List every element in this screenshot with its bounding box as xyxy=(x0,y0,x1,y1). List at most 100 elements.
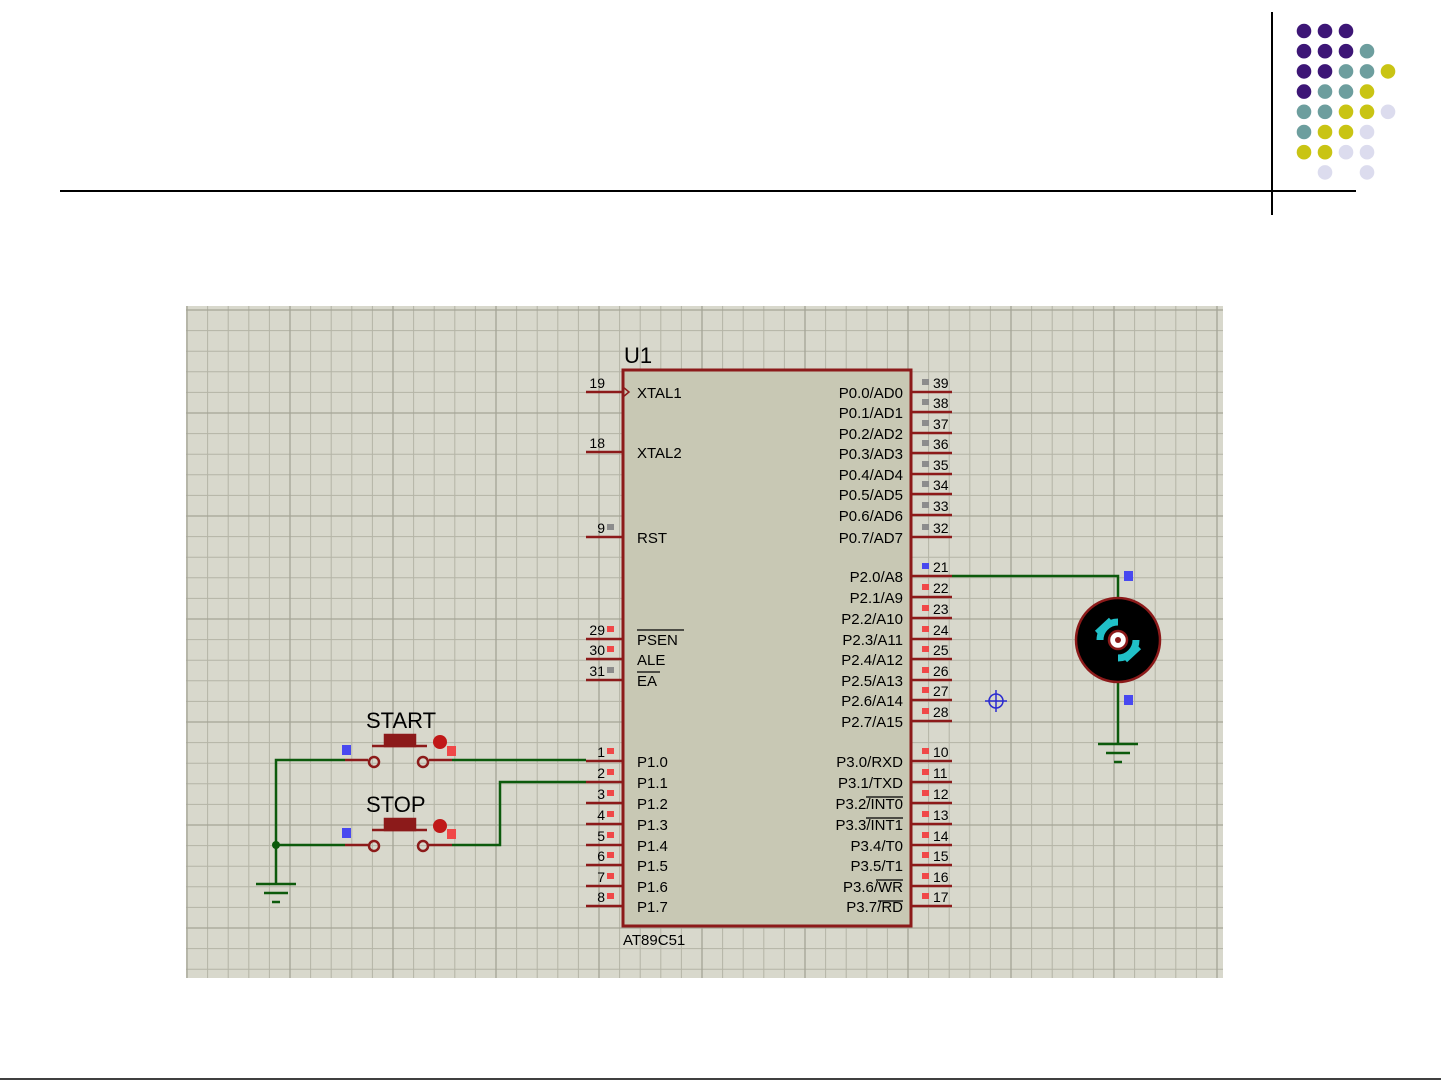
pin-name: XTAL2 xyxy=(637,445,682,462)
pin-state-marker xyxy=(922,524,929,530)
pin-state-marker xyxy=(922,852,929,858)
pin-number: 10 xyxy=(933,744,949,760)
pin-state-marker xyxy=(922,584,929,590)
pin-name: ALE xyxy=(637,652,665,669)
stop-button-label: STOP xyxy=(366,792,426,817)
decor-dot xyxy=(1317,84,1333,99)
pin-state-marker xyxy=(607,769,614,775)
pin-number: 36 xyxy=(933,436,949,452)
pin-number: 12 xyxy=(933,786,949,802)
decor-dot xyxy=(1296,124,1312,140)
pin-number: 28 xyxy=(933,704,949,720)
pin-state-marker xyxy=(922,708,929,714)
pin-name: P2.4/A12 xyxy=(841,652,903,669)
pin-state-marker xyxy=(607,811,614,817)
pin-number: 25 xyxy=(933,642,949,658)
pin-state-marker xyxy=(922,832,929,838)
crosshair-cursor-icon xyxy=(985,690,1007,712)
pin-name: P0.6/AD6 xyxy=(839,508,903,525)
dc-motor-component[interactable] xyxy=(1074,571,1162,705)
pin-state-marker xyxy=(607,852,614,858)
pin-number: 9 xyxy=(597,520,605,536)
pin-state-marker xyxy=(607,893,614,899)
decor-dot xyxy=(1338,144,1354,160)
pin-state-marker xyxy=(607,646,614,652)
pin-name: P2.1/A9 xyxy=(850,590,903,607)
pin-name: P3.2/INT0 xyxy=(835,796,903,813)
start-pin-marker xyxy=(342,745,351,755)
pin-state-marker xyxy=(607,832,614,838)
pin-state-marker xyxy=(922,811,929,817)
pin-number: 14 xyxy=(933,828,949,844)
pin-name: P1.6 xyxy=(637,879,668,896)
pin-number: 37 xyxy=(933,416,949,432)
motor-pin-bottom xyxy=(1124,695,1133,705)
decor-dot xyxy=(1296,64,1312,79)
pin-name: P3.5/T1 xyxy=(850,858,903,875)
decor-dot xyxy=(1359,165,1375,180)
decor-dot xyxy=(1338,84,1354,99)
decor-dot xyxy=(1359,104,1375,120)
decor-dot xyxy=(1317,144,1333,160)
pin-name: P3.7/RD xyxy=(846,899,903,916)
decor-dot xyxy=(1296,104,1312,120)
pin-name: P0.4/AD4 xyxy=(839,467,903,484)
pin-number: 27 xyxy=(933,683,949,699)
pin-name: RST xyxy=(637,530,667,547)
start-button-component[interactable]: START xyxy=(342,708,456,769)
stop-button-component[interactable]: STOP xyxy=(342,792,456,853)
pin-number: 33 xyxy=(933,498,949,514)
decor-dot xyxy=(1338,124,1354,140)
pin-state-marker xyxy=(922,605,929,611)
pin-state-marker xyxy=(922,790,929,796)
pin-number: 34 xyxy=(933,477,949,493)
pin-number: 4 xyxy=(597,807,605,823)
decorative-dot-grid xyxy=(1296,23,1396,180)
motor-pin-top xyxy=(1124,571,1133,581)
pin-name: P0.2/AD2 xyxy=(839,426,903,443)
pin-number: 23 xyxy=(933,601,949,617)
pin-number: 19 xyxy=(589,375,605,391)
pin-state-marker xyxy=(922,646,929,652)
pin-name: P2.3/A11 xyxy=(842,632,903,649)
pin-state-marker xyxy=(922,461,929,467)
pin-number: 1 xyxy=(597,744,605,760)
pin-number: 5 xyxy=(597,828,605,844)
pin-name: P2.0/A8 xyxy=(850,569,903,586)
stop-pin-marker-red xyxy=(447,829,456,839)
pin-state-marker xyxy=(607,667,614,673)
pin-name: P3.6/WR xyxy=(843,879,903,896)
chip-part-label: AT89C51 xyxy=(623,932,685,949)
pin-number: 13 xyxy=(933,807,949,823)
decor-dot xyxy=(1338,43,1354,59)
stop-pin-marker xyxy=(342,828,351,838)
pin-state-marker xyxy=(922,769,929,775)
pin-name: P0.5/AD5 xyxy=(839,487,903,504)
wire-p20-motor xyxy=(952,574,1120,598)
chip-ref-label: U1 xyxy=(624,343,652,368)
decor-dot xyxy=(1359,84,1375,99)
pin-name: P2.5/A13 xyxy=(841,673,903,690)
chip-right-pins: 39P0.0/AD038P0.1/AD137P0.2/AD236P0.3/AD3… xyxy=(835,375,952,916)
decor-dot xyxy=(1359,43,1375,59)
pin-number: 7 xyxy=(597,869,605,885)
pin-state-marker xyxy=(922,502,929,508)
pin-number: 17 xyxy=(933,889,949,905)
pin-name: P1.0 xyxy=(637,754,668,771)
pin-name: P3.1/TXD xyxy=(838,775,903,792)
pin-number: 29 xyxy=(589,622,605,638)
pin-state-marker xyxy=(922,748,929,754)
decor-dot xyxy=(1359,124,1375,140)
chip-body[interactable] xyxy=(621,368,913,928)
start-probe-icon xyxy=(433,735,447,749)
pin-number: 18 xyxy=(589,435,605,451)
pin-name: P1.2 xyxy=(637,796,668,813)
pin-state-marker xyxy=(922,379,929,385)
decor-dot xyxy=(1317,124,1333,140)
pin-number: 38 xyxy=(933,395,949,411)
decor-dot xyxy=(1317,43,1333,59)
pin-state-marker xyxy=(922,440,929,446)
pin-name: P3.3/INT1 xyxy=(835,817,903,834)
pin-number: 39 xyxy=(933,375,949,391)
decor-dot xyxy=(1296,84,1312,99)
